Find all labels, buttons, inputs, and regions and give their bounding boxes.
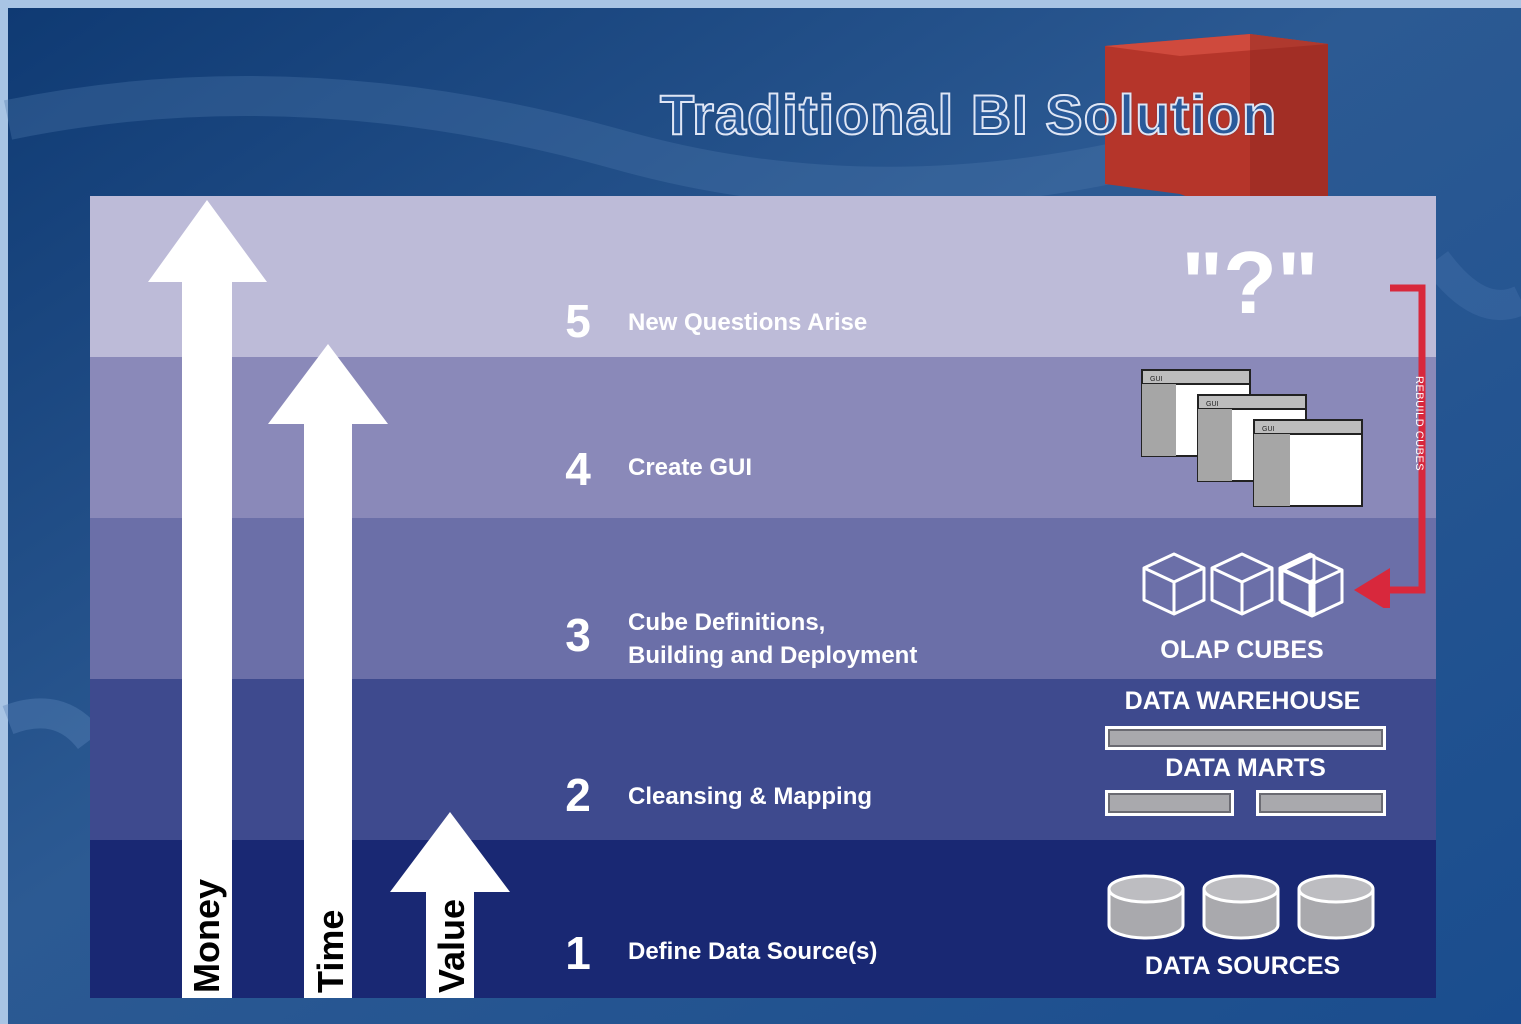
step-1-number: 1 bbox=[565, 927, 591, 979]
olap-cubes-label: OLAP CUBES bbox=[1160, 636, 1324, 664]
step-4-number: 4 bbox=[565, 443, 591, 495]
database-icons bbox=[1107, 874, 1375, 940]
value-arrow-label: Value bbox=[431, 898, 472, 993]
step-4-label: Create GUI bbox=[628, 454, 753, 481]
step-1-label: Define Data Source(s) bbox=[628, 938, 878, 965]
data-marts-label: DATA MARTS bbox=[1165, 754, 1326, 782]
rebuild-cubes-arrow-icon bbox=[1354, 284, 1426, 608]
step-2-number: 2 bbox=[565, 769, 591, 821]
data-warehouse-bar bbox=[1105, 726, 1386, 750]
step-3-number: 3 bbox=[565, 609, 591, 661]
data-mart-bar-2 bbox=[1256, 790, 1386, 816]
data-warehouse-label: DATA WAREHOUSE bbox=[1124, 687, 1361, 715]
time-arrow-label: Time bbox=[310, 909, 351, 993]
rebuild-cubes-label: REBUILD CUBES bbox=[1413, 376, 1425, 472]
step-3-label-line2: Building and Deployment bbox=[628, 642, 918, 669]
red-cube-icon bbox=[1105, 34, 1328, 220]
olap-cube-3-icon bbox=[1280, 554, 1344, 618]
step-5-number: 5 bbox=[565, 295, 591, 347]
step-3-label-line1: Cube Definitions, bbox=[628, 609, 826, 636]
gui-window-title: GUI bbox=[1262, 426, 1275, 433]
data-mart-bar-1 bbox=[1105, 790, 1234, 816]
money-arrow-label: Money bbox=[186, 878, 227, 993]
gui-windows-icon: GUI GUI GUI bbox=[1141, 369, 1363, 507]
data-sources-label: DATA SOURCES bbox=[1144, 952, 1341, 980]
layer-5-band bbox=[90, 196, 1436, 357]
gui-window-title: GUI bbox=[1150, 376, 1163, 383]
gui-window-title: GUI bbox=[1206, 401, 1219, 408]
page-title: Traditional BI Solution bbox=[659, 82, 1278, 147]
step-5-label: New Questions Arise bbox=[628, 309, 868, 336]
question-mark: "?" bbox=[1181, 233, 1319, 332]
step-2-label: Cleansing & Mapping bbox=[628, 783, 873, 810]
